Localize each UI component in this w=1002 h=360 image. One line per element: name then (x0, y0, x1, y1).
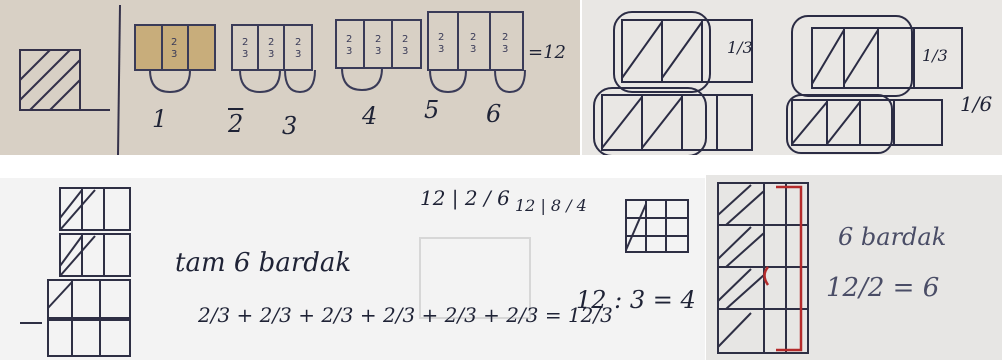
fraction-equation: 12/2 = 6 (826, 273, 939, 303)
svg-text:3: 3 (171, 49, 177, 60)
count-2: 2 (228, 110, 243, 138)
count-5: 5 (424, 96, 439, 124)
svg-text:2: 2 (438, 32, 444, 43)
svg-text:3: 3 (470, 44, 476, 55)
count-3: 3 (282, 112, 297, 140)
division-equation: 12 : 3 = 4 (576, 286, 696, 314)
division-12-8-4: 12 | 8 / 4 (515, 196, 587, 215)
top-right-drawing (582, 0, 1002, 155)
svg-text:2: 2 (295, 37, 301, 48)
count-6: 6 (486, 100, 501, 128)
bardak-text: 6 bardak (838, 223, 946, 251)
panel-bottom-right: 6 bardak 12/2 = 6 (706, 175, 1002, 360)
svg-text:3: 3 (402, 46, 408, 57)
tam-6-bardak-text: tam 6 bardak (175, 248, 351, 278)
svg-text:2: 2 (242, 37, 248, 48)
count-4: 4 (362, 102, 377, 130)
svg-text:3: 3 (242, 49, 248, 60)
svg-text:3: 3 (268, 49, 274, 60)
sum-equation: 2/3 + 2/3 + 2/3 + 2/3 + 2/3 + 2/3 = 12/3 (198, 303, 613, 327)
svg-text:3: 3 (295, 49, 301, 60)
svg-text:2: 2 (502, 32, 508, 43)
count-1: 1 (152, 105, 167, 133)
svg-text:2: 2 (470, 32, 476, 43)
svg-text:2: 2 (171, 37, 177, 48)
bottom-left-drawing (0, 178, 705, 360)
svg-text:3: 3 (438, 44, 444, 55)
bottom-right-drawing (706, 175, 1002, 360)
fraction-one-third-top: 1/3 (727, 38, 753, 57)
panel-top-right: 1/3 1/3 1/6 (582, 0, 1002, 155)
svg-text:3: 3 (375, 46, 381, 57)
svg-text:2: 2 (375, 34, 381, 45)
svg-text:3: 3 (346, 46, 352, 57)
svg-text:2: 2 (346, 34, 352, 45)
division-12-over-6: 12 | 2 / 6 (420, 186, 510, 210)
svg-text:2: 2 (268, 37, 274, 48)
fraction-one-sixth: 1/6 (960, 92, 992, 116)
fraction-one-third-bottom: 1/3 (922, 46, 948, 65)
svg-text:2: 2 (402, 34, 408, 45)
panel-bottom-left: tam 6 bardak 12 | 2 / 6 12 | 8 / 4 2/3 +… (0, 178, 705, 360)
result-12: =12 (528, 42, 566, 63)
svg-text:3: 3 (502, 44, 508, 55)
